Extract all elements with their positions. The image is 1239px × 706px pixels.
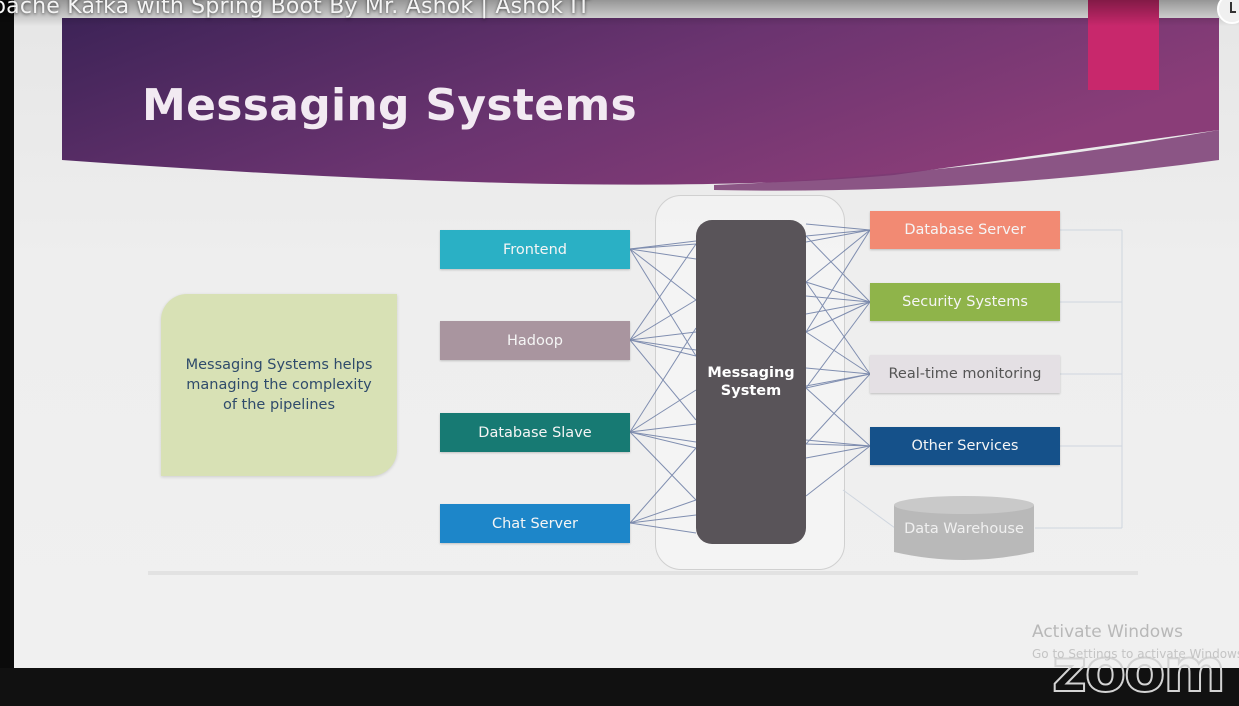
source-label: Hadoop <box>507 332 563 349</box>
destination-label: Other Services <box>911 438 1019 454</box>
source-hadoop: Hadoop <box>440 321 630 360</box>
hub-label: Messaging System <box>707 365 795 399</box>
destination-label: Real-time monitoring <box>888 366 1042 382</box>
source-chat-server: Chat Server <box>440 504 630 543</box>
windows-watermark: Activate Windows <box>1032 622 1183 642</box>
source-label: Chat Server <box>491 515 579 532</box>
destination-realtime-monitoring: Real-time monitoring <box>870 355 1060 393</box>
title-banner <box>62 18 1219 191</box>
note-box: Messaging Systems helps managing the com… <box>161 294 397 476</box>
left-edge-bar <box>0 0 14 668</box>
destination-label: Security Systems <box>902 294 1028 310</box>
source-label: Frontend <box>503 241 567 258</box>
slide-title: Messaging Systems <box>142 80 637 131</box>
destination-label: Database Server <box>904 222 1026 238</box>
accent-tab <box>1088 0 1159 90</box>
windows-watermark-sub: Go to Settings to activate Windows. <box>1032 647 1239 661</box>
watch-later-icon[interactable] <box>1217 0 1239 24</box>
data-warehouse-label: Data Warehouse <box>904 521 1024 537</box>
note-text: Messaging Systems helps managing the com… <box>185 357 373 413</box>
source-frontend: Frontend <box>440 230 630 269</box>
source-database-slave: Database Slave <box>440 413 630 452</box>
messaging-system-hub: Messaging System <box>696 220 806 544</box>
title-overlay <box>0 0 1239 26</box>
destination-security-systems: Security Systems <box>870 283 1060 321</box>
destination-database-server: Database Server <box>870 211 1060 249</box>
source-label: Database Slave <box>478 424 592 441</box>
destination-other-services: Other Services <box>870 427 1060 465</box>
slide-shelf <box>148 571 1138 575</box>
video-title[interactable]: pache Kafka with Spring Boot By Mr. Asho… <box>0 0 591 19</box>
